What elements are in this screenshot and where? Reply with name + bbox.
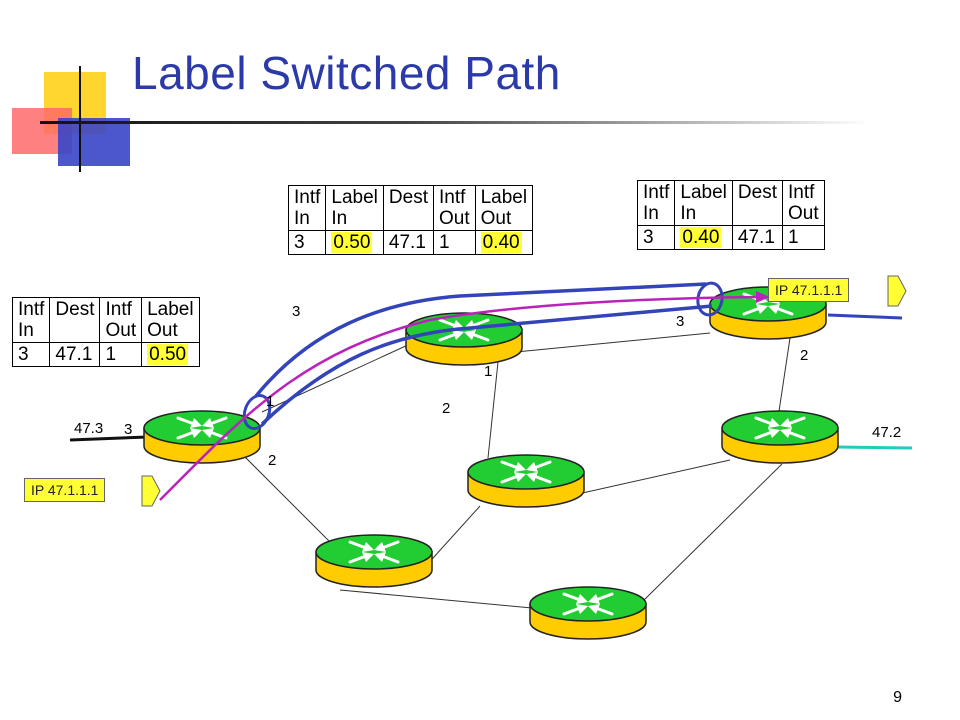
cell-value: 3 <box>18 344 29 365</box>
table-header-cell: Intf Out <box>99 297 143 343</box>
table-cell: 47.1 <box>382 230 434 255</box>
cell-value: 47.1 <box>388 232 426 253</box>
table-cell: 3 <box>11 342 51 367</box>
net-47-2-stub <box>837 445 913 450</box>
title-rule <box>40 121 870 124</box>
router-4 <box>720 409 840 464</box>
ingress-packet-arrow <box>141 475 161 507</box>
network-label-47-3: 47.3 <box>74 420 104 437</box>
deco-blue-square <box>58 118 130 166</box>
table-header-cell: Intf In <box>11 297 51 343</box>
table-cell: 1 <box>781 225 825 250</box>
table-header-cell: Dest <box>382 185 434 231</box>
link-r4-r6 <box>641 463 783 603</box>
slide-title: Label Switched Path <box>132 47 561 99</box>
router-7 <box>314 533 434 588</box>
table-header-cell: Intf In <box>287 185 327 231</box>
link-r4-r5 <box>577 459 731 495</box>
page-number: 9 <box>893 689 902 706</box>
intf-label-r1-in: 3 <box>124 421 133 438</box>
cell-value: 1 <box>438 232 450 253</box>
intf-label-r3-in: 3 <box>676 313 685 330</box>
router-6 <box>528 585 648 640</box>
table-header-cell: Intf Out <box>432 185 476 231</box>
table-header-cell: Dest <box>731 180 783 226</box>
cell-value: 1 <box>105 344 117 365</box>
link-r2-r3 <box>515 332 711 353</box>
lsp-tunnel-upper <box>254 282 707 398</box>
label-value-highlight: 0.50 <box>331 232 373 253</box>
table-cell: 3 <box>287 230 327 255</box>
table-row: 3 0.50 47.1 1 0.40 <box>287 230 534 255</box>
table-header-cell: Label Out <box>141 297 200 343</box>
table-cell: 0.40 <box>674 225 733 250</box>
cell-value: 47.1 <box>55 344 93 365</box>
table-cell: 1 <box>99 342 143 367</box>
table-cell: 3 <box>636 225 676 250</box>
intf-label-r2-down: 2 <box>442 400 451 417</box>
link-r5-r7 <box>423 505 481 569</box>
table-header-cell: Label Out <box>474 185 534 231</box>
table-cell: 1 <box>432 230 476 255</box>
table-header-cell: Intf Out <box>781 180 825 226</box>
cell-value: 3 <box>643 227 654 248</box>
packet-path-arrowhead <box>756 291 770 303</box>
net-47-3-stub <box>69 435 149 442</box>
link-r7-r6 <box>339 589 533 609</box>
table-cell: 47.1 <box>731 225 783 250</box>
lsp-tunnel-lower <box>260 304 713 426</box>
egress-packet-arrow <box>887 275 907 307</box>
table-cell: 0.50 <box>325 230 384 255</box>
label-value-highlight: 0.50 <box>147 344 189 365</box>
intf-label-r1-down: 2 <box>268 452 277 469</box>
table-cell: 47.1 <box>49 342 101 367</box>
intf-label-r3-down: 2 <box>800 347 809 364</box>
table-cell: 0.40 <box>474 230 534 255</box>
table-header-cell: Label In <box>674 180 733 226</box>
intf-label-r1-out: 1 <box>266 393 275 410</box>
table-row: 3 47.1 1 0.50 <box>11 342 200 367</box>
network-label-47-2: 47.2 <box>872 424 902 441</box>
ingress-packet-label: IP 47.1.1.1 <box>24 478 106 502</box>
router-5 <box>466 453 586 508</box>
label-value-highlight: 0.40 <box>480 232 522 253</box>
cell-value: 47.1 <box>737 227 775 248</box>
link-r1-r7 <box>239 451 337 549</box>
packet-path <box>159 295 761 501</box>
cell-value: 1 <box>787 227 799 248</box>
cell-value: 3 <box>294 232 305 253</box>
table-cell: 0.50 <box>141 342 200 367</box>
egress-packet-label: IP 47.1.1.1 <box>768 278 850 302</box>
net-47-1-stub <box>827 313 903 320</box>
label-value-highlight: 0.40 <box>680 227 722 248</box>
intf-label-r2-in: 3 <box>292 303 301 320</box>
table-row: 3 0.40 47.1 1 <box>636 225 825 250</box>
link-r2-r5 <box>487 361 499 459</box>
table-header-cell: Label In <box>325 185 384 231</box>
table-header-cell: Dest <box>49 297 101 343</box>
link-r3-r4 <box>777 337 791 419</box>
tunnel-entry-ring <box>242 394 272 430</box>
intf-label-r2-out: 1 <box>484 363 493 380</box>
table-header-cell: Intf In <box>636 180 676 226</box>
